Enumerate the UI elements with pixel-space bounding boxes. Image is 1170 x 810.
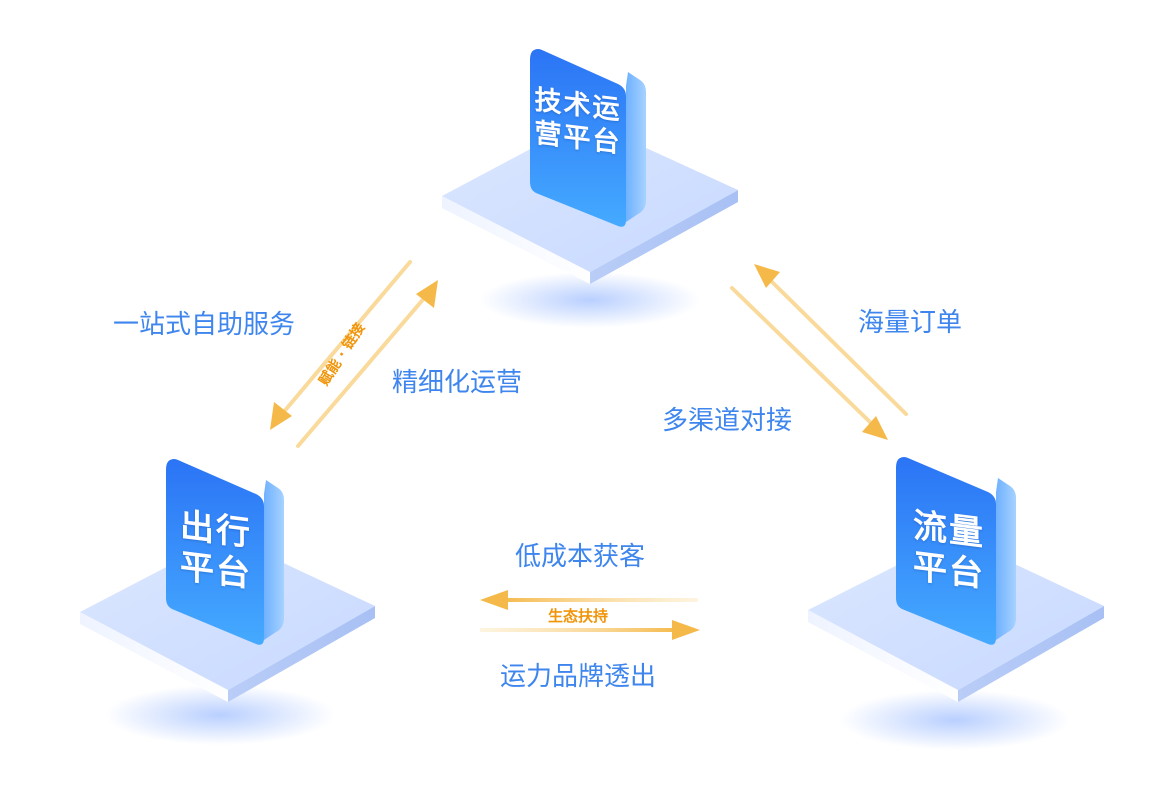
travel-block-side (264, 480, 284, 640)
tag-ecology-support: 生态扶持 (548, 607, 609, 625)
arrow-to-traffic-line (730, 286, 874, 426)
tech-platform (442, 49, 738, 328)
traffic-plate-side-left (808, 610, 958, 702)
arrow-to-traffic-bottom-line (480, 628, 680, 632)
travel-glow (105, 685, 335, 745)
traffic-block-face (896, 457, 996, 645)
label-multi-channel: 多渠道对接 (662, 406, 793, 436)
arrow-to-travel-line (280, 260, 412, 416)
arrow-to-tech-right-head (754, 264, 780, 288)
tech-platform-label: 技术运 营平台 (532, 84, 624, 161)
travel-platform (80, 459, 375, 745)
label-low-cost-acquisition: 低成本获客 (515, 542, 646, 572)
travel-plate-side-right (228, 606, 375, 702)
tech-plate-side-right (590, 190, 738, 284)
traffic-platform-label: 流量 平台 (896, 503, 1002, 599)
traffic-plate-side-right (958, 606, 1104, 702)
arrow-to-travel-bottom-head (480, 590, 508, 610)
travel-platform-label: 出行 平台 (168, 504, 264, 599)
label-fine-operations: 精细化运营 (392, 368, 523, 398)
tech-glow (480, 272, 700, 328)
label-one-stop-service: 一站式自助服务 (113, 310, 296, 340)
travel-block-face (166, 459, 264, 645)
right-arrows (730, 264, 908, 440)
arrow-to-tech-head (416, 280, 438, 308)
label-brand-exposure: 运力品牌透出 (500, 662, 657, 692)
arrow-to-travel-bottom-line (500, 598, 698, 602)
arrow-to-traffic-bottom-head (672, 620, 700, 640)
bottom-arrows (480, 590, 700, 640)
tech-plate-side-left (442, 196, 590, 284)
traffic-block-side (996, 478, 1016, 640)
tech-block-side (626, 72, 646, 222)
tech-block-face (530, 49, 626, 227)
arrow-to-travel-head (270, 402, 292, 430)
traffic-glow (840, 690, 1070, 750)
left-arrows (270, 260, 438, 448)
traffic-platform (808, 457, 1104, 750)
arrow-to-tech-line (296, 294, 428, 448)
arrow-to-tech-right-line (766, 276, 908, 416)
travel-plate-side-left (80, 612, 228, 702)
arrow-to-traffic-head (862, 416, 888, 440)
label-mass-orders: 海量订单 (858, 308, 963, 338)
